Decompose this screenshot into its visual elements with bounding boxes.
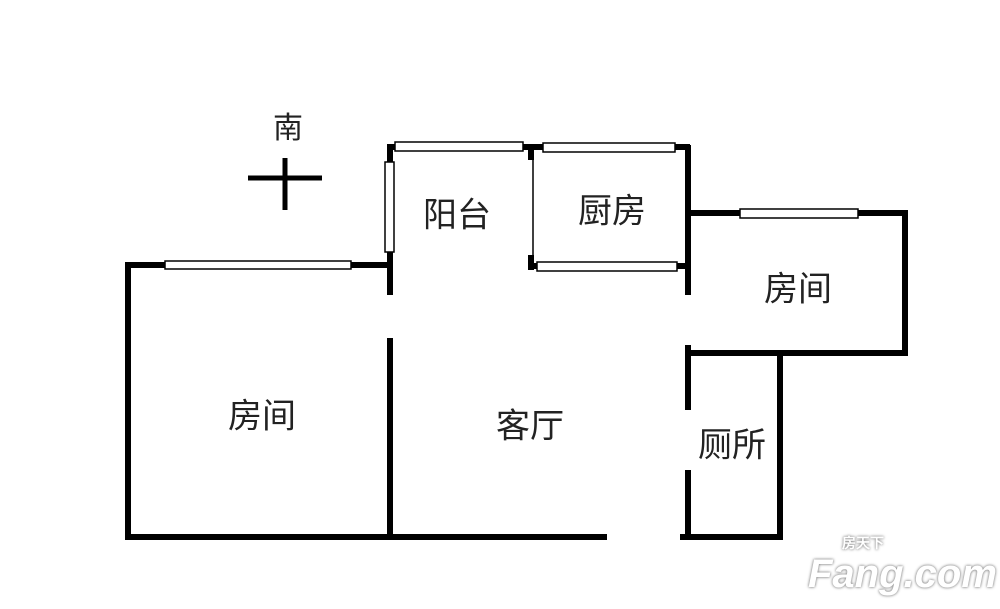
room-label-bedroom-left: 房间 — [228, 396, 296, 437]
room-label-toilet: 厕所 — [698, 425, 766, 466]
window — [536, 261, 678, 272]
room-label-bedroom-right: 房间 — [764, 269, 832, 310]
window — [394, 141, 524, 152]
watermark-logo: 房天下 Fang.com — [808, 536, 997, 597]
window — [164, 260, 352, 270]
window — [739, 208, 859, 219]
window — [384, 161, 395, 253]
room-label-living-room: 客厅 — [496, 406, 564, 447]
room-label-balcony: 阳台 — [423, 195, 491, 236]
watermark-brand: Fang.com — [808, 552, 997, 596]
room-label-kitchen: 厨房 — [578, 191, 646, 232]
compass-direction-label: 南 — [273, 111, 303, 146]
watermark-brand-cn: 房天下 — [842, 535, 884, 551]
window — [542, 142, 676, 153]
